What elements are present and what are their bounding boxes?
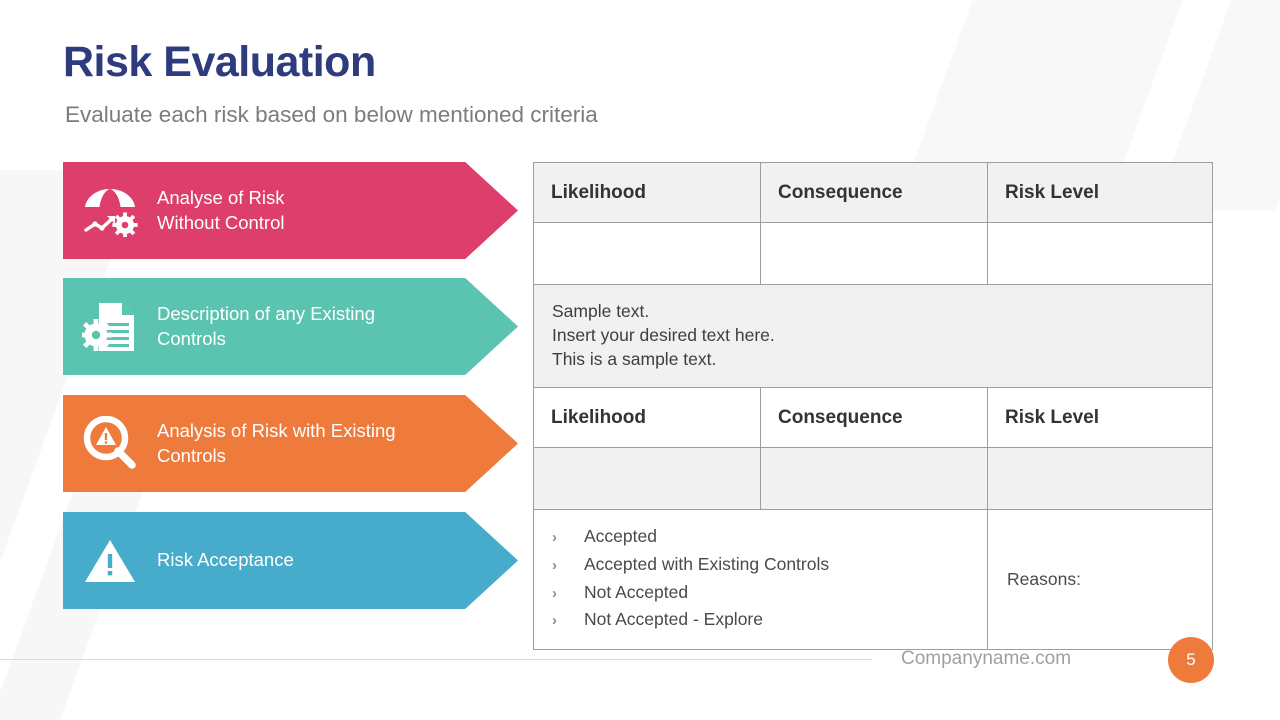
chevron-right-icon: › bbox=[552, 612, 557, 630]
banner-label-line1: Analyse of Risk bbox=[157, 187, 285, 209]
list-item-label: Accepted bbox=[584, 526, 657, 547]
page-title: Risk Evaluation bbox=[63, 38, 376, 86]
page-subtitle: Evaluate each risk based on below mentio… bbox=[65, 102, 598, 127]
table-cell-acceptance-options: › Accepted › Accepted with Existing Cont… bbox=[533, 509, 988, 650]
table-cell-risk-level-value-2[interactable] bbox=[987, 447, 1213, 511]
table-header-consequence-2: Consequence bbox=[760, 387, 988, 449]
table-header-risk-level-1: Risk Level bbox=[987, 162, 1213, 223]
banner-analyse-of-risk-without-control[interactable]: Analyse of Risk Without Control bbox=[63, 162, 518, 259]
banner-label-line1: Description of any Existing bbox=[157, 303, 375, 325]
table-header-consequence-1: Consequence bbox=[760, 162, 988, 223]
sample-text-line3: This is a sample text. bbox=[552, 349, 717, 370]
umbrella-chart-gear-icon bbox=[63, 185, 157, 237]
table-cell-consequence-value-1[interactable] bbox=[760, 222, 988, 285]
list-item-label: Not Accepted - Explore bbox=[584, 609, 763, 630]
banner-label: Risk Acceptance bbox=[157, 548, 308, 572]
document-gear-icon bbox=[63, 299, 157, 355]
list-item[interactable]: › Accepted with Existing Controls bbox=[552, 551, 987, 579]
table-header-risk-level-2: Risk Level bbox=[987, 387, 1213, 449]
table-row-acceptance-options: › Accepted › Accepted with Existing Cont… bbox=[533, 509, 1213, 650]
table-cell-likelihood-value-2[interactable] bbox=[533, 447, 761, 511]
footer-company-name: Companyname.com bbox=[901, 648, 1072, 669]
table-header-row-2: Likelihood Consequence Risk Level bbox=[533, 387, 1213, 449]
list-item[interactable]: › Accepted bbox=[552, 523, 987, 551]
banner-label: Analyse of Risk Without Control bbox=[157, 186, 299, 235]
banner-label-line2: Controls bbox=[157, 327, 226, 349]
table-cell-consequence-value-2[interactable] bbox=[760, 447, 988, 511]
banner-label: Analysis of Risk with Existing Controls bbox=[157, 419, 410, 468]
warning-triangle-icon bbox=[63, 535, 157, 587]
chevron-right-icon: › bbox=[552, 557, 557, 575]
chevron-right-icon: › bbox=[552, 529, 557, 547]
chevron-right-icon: › bbox=[552, 584, 557, 602]
banner-analysis-of-risk-with-existing-controls[interactable]: Analysis of Risk with Existing Controls bbox=[63, 395, 518, 492]
list-item[interactable]: › Not Accepted bbox=[552, 579, 987, 607]
banner-risk-acceptance[interactable]: Risk Acceptance bbox=[63, 512, 518, 609]
banner-label-line1: Risk Acceptance bbox=[157, 549, 294, 571]
risk-evaluation-table: Likelihood Consequence Risk Level Sample… bbox=[533, 162, 1213, 650]
table-cell-reasons[interactable]: Reasons: bbox=[987, 509, 1213, 650]
footer-divider bbox=[0, 659, 872, 660]
list-item-label: Not Accepted bbox=[584, 581, 689, 602]
table-header-likelihood-2: Likelihood bbox=[533, 387, 761, 449]
table-header-likelihood-1: Likelihood bbox=[533, 162, 761, 223]
table-row-empty-2 bbox=[533, 447, 1213, 511]
banner-label-line1: Analysis of Risk with Existing bbox=[157, 420, 396, 442]
banner-label-line2: Controls bbox=[157, 444, 226, 466]
banner-label: Description of any Existing Controls bbox=[157, 302, 389, 351]
table-row-sample-text: Sample text. Insert your desired text he… bbox=[533, 283, 1213, 389]
table-cell-likelihood-value-1[interactable] bbox=[533, 222, 761, 285]
list-item-label: Accepted with Existing Controls bbox=[584, 554, 830, 575]
banner-description-of-existing-controls[interactable]: Description of any Existing Controls bbox=[63, 278, 518, 375]
banner-label-line2: Without Control bbox=[157, 211, 285, 233]
page-number-badge: 5 bbox=[1168, 637, 1214, 683]
magnifier-warning-icon bbox=[63, 415, 157, 472]
list-item[interactable]: › Not Accepted - Explore bbox=[552, 606, 987, 634]
sample-text-line2: Insert your desired text here. bbox=[552, 325, 775, 346]
sample-text-line1: Sample text. bbox=[552, 301, 650, 321]
table-header-row-1: Likelihood Consequence Risk Level bbox=[533, 162, 1213, 223]
table-cell-risk-level-value-1[interactable] bbox=[987, 222, 1213, 285]
table-row-empty-1 bbox=[533, 222, 1213, 285]
table-cell-sample-text[interactable]: Sample text. Insert your desired text he… bbox=[533, 283, 1213, 389]
